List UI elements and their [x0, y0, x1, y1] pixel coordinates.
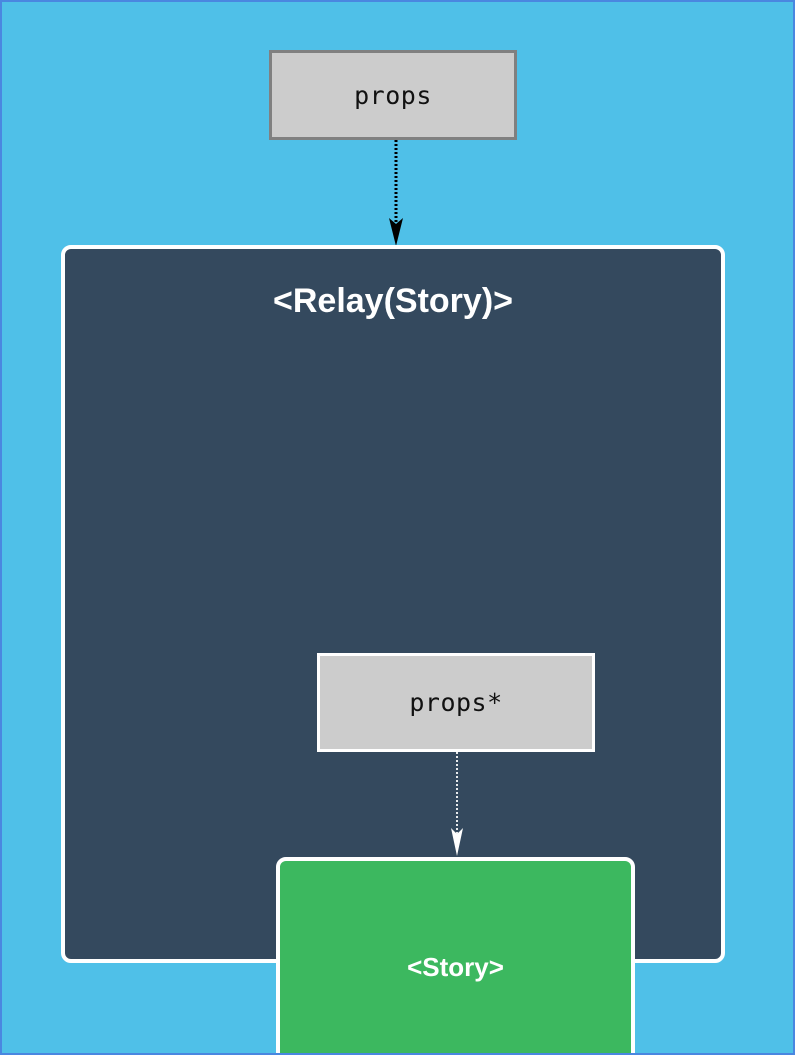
relay-container-title: <Relay(Story)>: [273, 282, 513, 320]
node-props-inner[interactable]: props*: [317, 653, 595, 752]
relay-story-container: <Relay(Story)> props* <Story>: [61, 245, 725, 1053]
node-story[interactable]: <Story>: [276, 857, 635, 1053]
props-to-relay-arrow-icon: [389, 140, 403, 246]
node-story-label: <Story>: [407, 951, 504, 982]
node-props-outer[interactable]: props: [269, 50, 517, 140]
node-props-outer-label: props: [354, 80, 432, 110]
props-star-to-story-arrow-icon: [451, 752, 463, 856]
node-props-inner-label: props*: [409, 688, 503, 717]
